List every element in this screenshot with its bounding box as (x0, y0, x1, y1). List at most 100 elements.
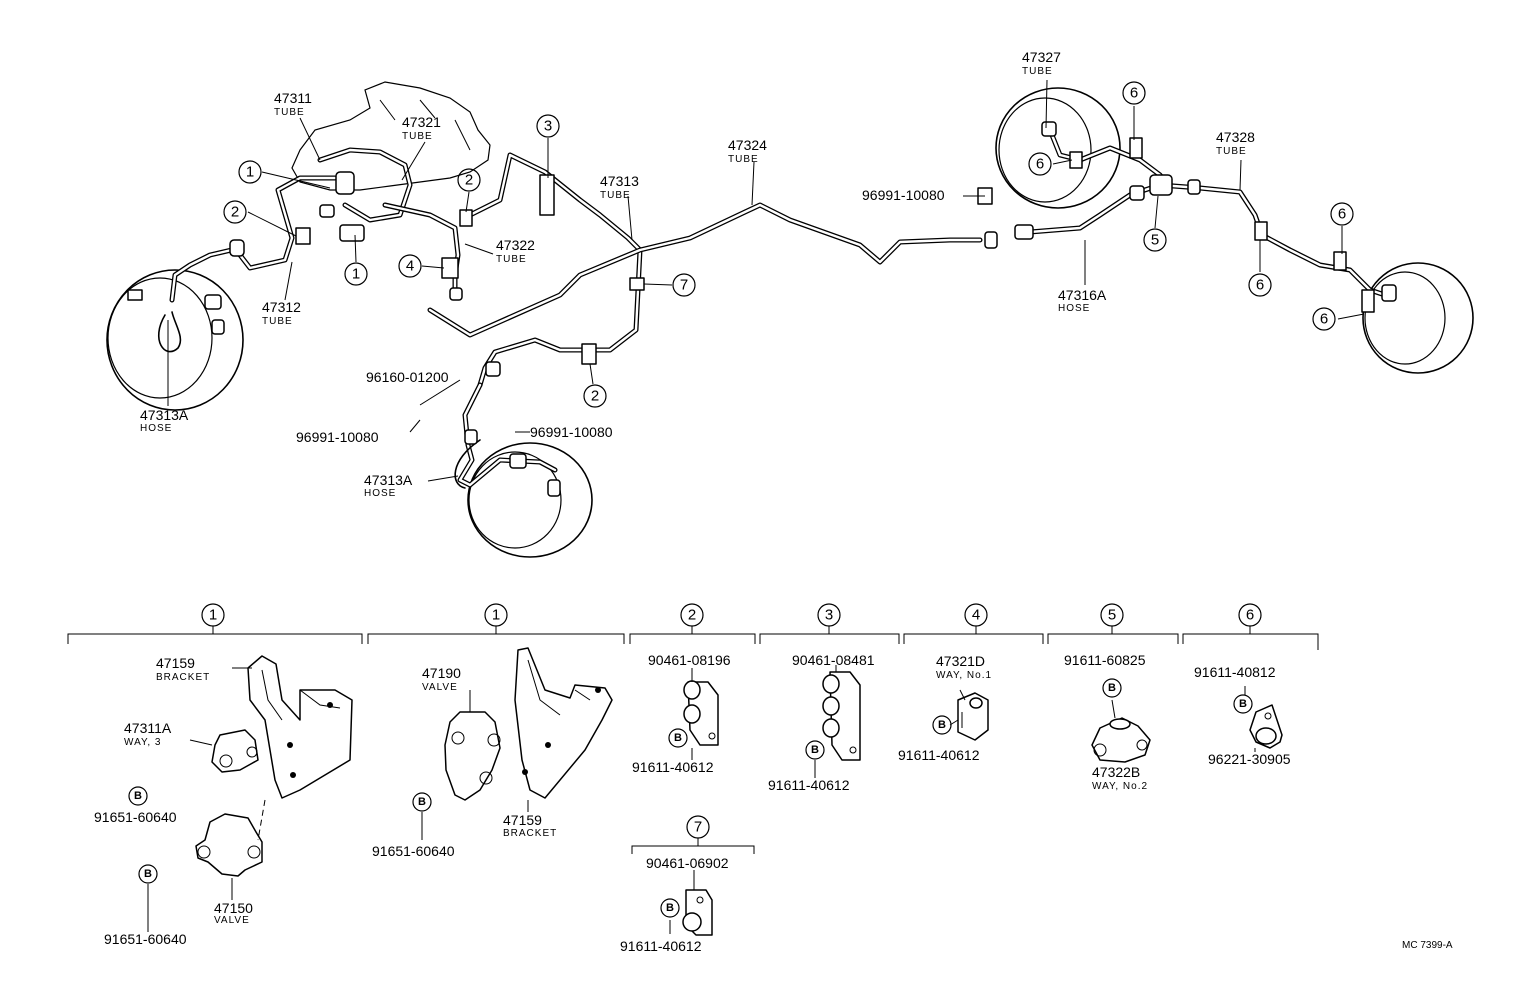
svg-text:1: 1 (209, 607, 217, 624)
svg-text:3: 3 (544, 118, 552, 135)
svg-text:3: 3 (825, 607, 833, 624)
bolt-marker-g1a-upper: B (128, 786, 148, 806)
callout-5: 5 (1143, 228, 1167, 252)
svg-text:TUBE: TUBE (262, 316, 293, 327)
svg-text:B: B (134, 790, 142, 802)
group-callout-3: 3 (817, 603, 841, 627)
label-47328: 47328 TUBE (1216, 129, 1255, 157)
group-callout-6: 6 (1238, 603, 1262, 627)
label-91611-40812: 91611-40812 (1194, 664, 1276, 680)
svg-text:47312: 47312 (262, 299, 301, 315)
label-96160: 96160-01200 (366, 369, 449, 385)
svg-text:B: B (1108, 682, 1116, 694)
svg-text:6: 6 (1246, 607, 1254, 624)
svg-text:7: 7 (694, 819, 702, 836)
label-47190: 47190 VALVE (422, 665, 461, 693)
label-47322: 47322 TUBE (496, 237, 535, 265)
svg-text:1: 1 (352, 266, 360, 283)
label-47321d: 47321D WAY, No.1 (936, 653, 991, 681)
pipe-fittings (127, 121, 1397, 497)
callout-2-c: 2 (583, 384, 607, 408)
label-47159-a: 47159 BRACKET (156, 655, 210, 683)
group-callout-1-b: 1 (484, 603, 508, 627)
svg-text:TUBE: TUBE (728, 154, 759, 165)
svg-text:47313: 47313 (600, 173, 639, 189)
svg-text:47327: 47327 (1022, 49, 1061, 65)
svg-text:47316A: 47316A (1058, 287, 1107, 303)
svg-text:TUBE: TUBE (274, 107, 305, 118)
label-91611-60825: 91611-60825 (1064, 652, 1146, 668)
svg-text:6: 6 (1338, 206, 1346, 223)
svg-text:5: 5 (1108, 607, 1116, 624)
callout-6-c: 6 (1248, 273, 1272, 297)
label-47316a: 47316A HOSE (1058, 287, 1107, 314)
svg-text:7: 7 (680, 277, 688, 294)
svg-text:47324: 47324 (728, 137, 767, 153)
svg-text:47311A: 47311A (124, 720, 172, 736)
svg-text:2: 2 (688, 607, 696, 624)
label-91611-40612-g7: 91611-40612 (620, 938, 702, 954)
callout-1-a: 1 (238, 160, 262, 184)
label-47313: 47313 TUBE (600, 173, 639, 201)
group-callout-7: 7 (686, 815, 710, 839)
brake-pipes (158, 127, 1388, 489)
label-96991-b: 96991-10080 (296, 429, 379, 445)
svg-text:47313A: 47313A (364, 472, 413, 488)
group-5-parts (1091, 699, 1151, 763)
label-47324: 47324 TUBE (728, 137, 767, 165)
label-90461-08196: 90461-08196 (648, 652, 731, 668)
bolt-marker-g5: B (1102, 678, 1122, 698)
svg-text:1: 1 (492, 607, 500, 624)
svg-text:6: 6 (1036, 156, 1044, 173)
svg-text:B: B (418, 796, 426, 808)
bolt-marker-g6: B (1233, 694, 1253, 714)
svg-text:47322B: 47322B (1092, 764, 1140, 780)
svg-text:B: B (1239, 698, 1247, 710)
label-47311a: 47311A WAY, 3 (124, 720, 172, 748)
callout-1-b: 1 (344, 262, 368, 286)
group-6-parts (1244, 686, 1283, 752)
label-96221-30905: 96221-30905 (1208, 751, 1291, 767)
group-callout-4: 4 (964, 603, 988, 627)
callout-6-b: 6 (1028, 152, 1052, 176)
svg-text:47159: 47159 (503, 812, 542, 828)
svg-text:47159: 47159 (156, 655, 195, 671)
label-47321: 47321 TUBE (402, 114, 441, 142)
group-2-parts (683, 668, 719, 760)
group-headers (67, 626, 1319, 854)
callout-7: 7 (672, 273, 696, 297)
label-96991-c: 96991-10080 (530, 424, 613, 440)
svg-text:B: B (144, 868, 152, 880)
svg-text:6: 6 (1256, 277, 1264, 294)
svg-text:HOSE: HOSE (140, 423, 172, 434)
svg-text:TUBE: TUBE (600, 190, 631, 201)
svg-text:47328: 47328 (1216, 129, 1255, 145)
label-47311: 47311 TUBE (274, 90, 312, 118)
label-47312: 47312 TUBE (262, 299, 301, 327)
callout-6-e: 6 (1312, 307, 1336, 331)
svg-text:B: B (811, 744, 819, 756)
svg-text:WAY, No.2: WAY, No.2 (1092, 781, 1148, 792)
group-callout-5: 5 (1100, 603, 1124, 627)
svg-text:BRACKET: BRACKET (156, 672, 210, 683)
group-callout-2: 2 (680, 603, 704, 627)
svg-text:47322: 47322 (496, 237, 535, 253)
svg-text:47321: 47321 (402, 114, 441, 130)
group-1b-parts (421, 647, 613, 840)
svg-text:47150: 47150 (214, 900, 253, 916)
label-47159-b: 47159 BRACKET (503, 812, 557, 839)
rear-right-drum (1362, 262, 1474, 374)
label-47313a-left: 47313A HOSE (140, 407, 189, 434)
svg-text:TUBE: TUBE (1216, 146, 1247, 157)
svg-text:47190: 47190 (422, 665, 461, 681)
label-47322b: 47322B WAY, No.2 (1092, 764, 1148, 792)
label-91611-40612-g2: 91611-40612 (632, 759, 714, 775)
svg-text:HOSE: HOSE (364, 488, 396, 499)
label-91651-c: 91651-60640 (372, 843, 455, 859)
svg-text:4: 4 (972, 607, 980, 624)
svg-text:BRACKET: BRACKET (503, 828, 557, 839)
svg-text:1: 1 (246, 164, 254, 181)
svg-text:5: 5 (1151, 232, 1159, 249)
svg-text:2: 2 (591, 388, 599, 405)
